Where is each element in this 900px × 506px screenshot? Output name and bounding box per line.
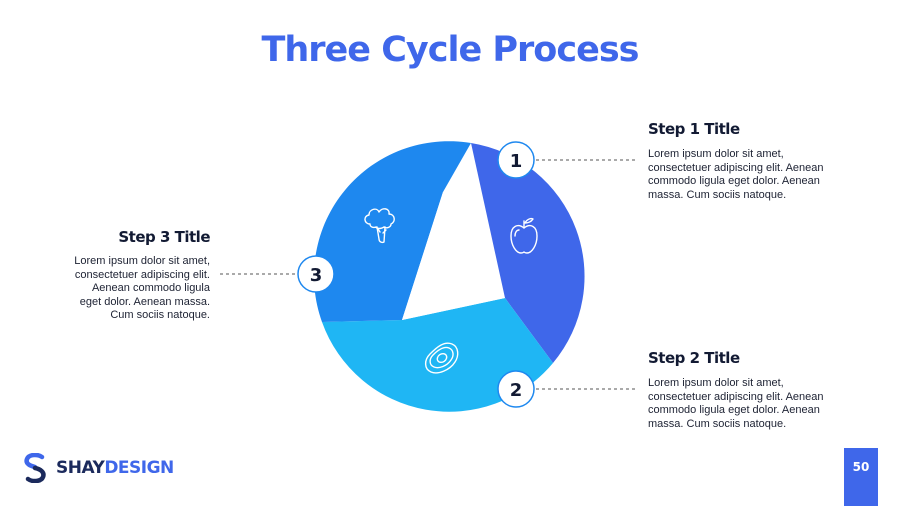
step-2-line: commodo ligula eget dolor. Aenean bbox=[648, 404, 820, 416]
step-1-number: 1 bbox=[510, 151, 523, 172]
step-3-line: consectetuer adipiscing elit. bbox=[74, 268, 210, 281]
step-2-line: massa. Cum sociis natoque. bbox=[648, 417, 787, 430]
step-2-line: Lorem ipsum dolor sit amet, bbox=[648, 377, 784, 389]
step-2-line: consectetuer adipiscing elit. Aenean bbox=[648, 390, 824, 403]
segment-step-3 bbox=[313, 141, 471, 322]
apple-icon bbox=[510, 217, 538, 254]
avocado-icon bbox=[424, 342, 459, 374]
center-triangle bbox=[402, 192, 505, 320]
step-3-line: Aenean commodo ligula bbox=[91, 282, 210, 294]
brand-logo: SHAYDESIGN bbox=[22, 453, 174, 483]
brand-name: SHAYDESIGN bbox=[56, 458, 174, 478]
step-2-title: Step 2 Title bbox=[648, 349, 740, 367]
step-3-title: Step 3 Title bbox=[118, 228, 210, 246]
step-2-number: 2 bbox=[510, 380, 523, 401]
step-1-description: Lorem ipsum dolor sit amet, consectetuer… bbox=[648, 148, 848, 202]
step-1-line: consectetuer adipiscing elit. Aenean bbox=[648, 161, 824, 174]
step-2-badge: 2 bbox=[497, 370, 535, 408]
step-3-line: Cum sociis natoque. bbox=[110, 309, 210, 321]
brand-mark-icon bbox=[24, 453, 46, 483]
step-1-line: massa. Cum sociis natoque. bbox=[648, 188, 787, 201]
page-number: 50 bbox=[844, 448, 878, 506]
brand-name-part1: SHAY bbox=[56, 458, 105, 478]
step-1-badge: 1 bbox=[497, 141, 535, 179]
broccoli-icon bbox=[364, 208, 395, 244]
step-1-line: Lorem ipsum dolor sit amet, bbox=[648, 148, 784, 160]
step-1-title: Step 1 Title bbox=[648, 120, 740, 138]
brand-name-part2: DESIGN bbox=[104, 458, 174, 478]
step-2-description: Lorem ipsum dolor sit amet, consectetuer… bbox=[648, 377, 848, 431]
step-3-description: Lorem ipsum dolor sit amet, consectetuer… bbox=[40, 255, 210, 323]
step-3-line: eget dolor. Aenean massa. bbox=[79, 295, 210, 308]
step-3-badge: 3 bbox=[297, 255, 335, 293]
step-3-line: Lorem ipsum dolor sit amet, bbox=[74, 255, 210, 267]
slide-title: Three Cycle Process bbox=[261, 30, 640, 70]
step-1-line: commodo ligula eget dolor. Aenean bbox=[648, 175, 820, 187]
segment-step-2 bbox=[322, 298, 553, 412]
step-3-number: 3 bbox=[310, 265, 323, 286]
